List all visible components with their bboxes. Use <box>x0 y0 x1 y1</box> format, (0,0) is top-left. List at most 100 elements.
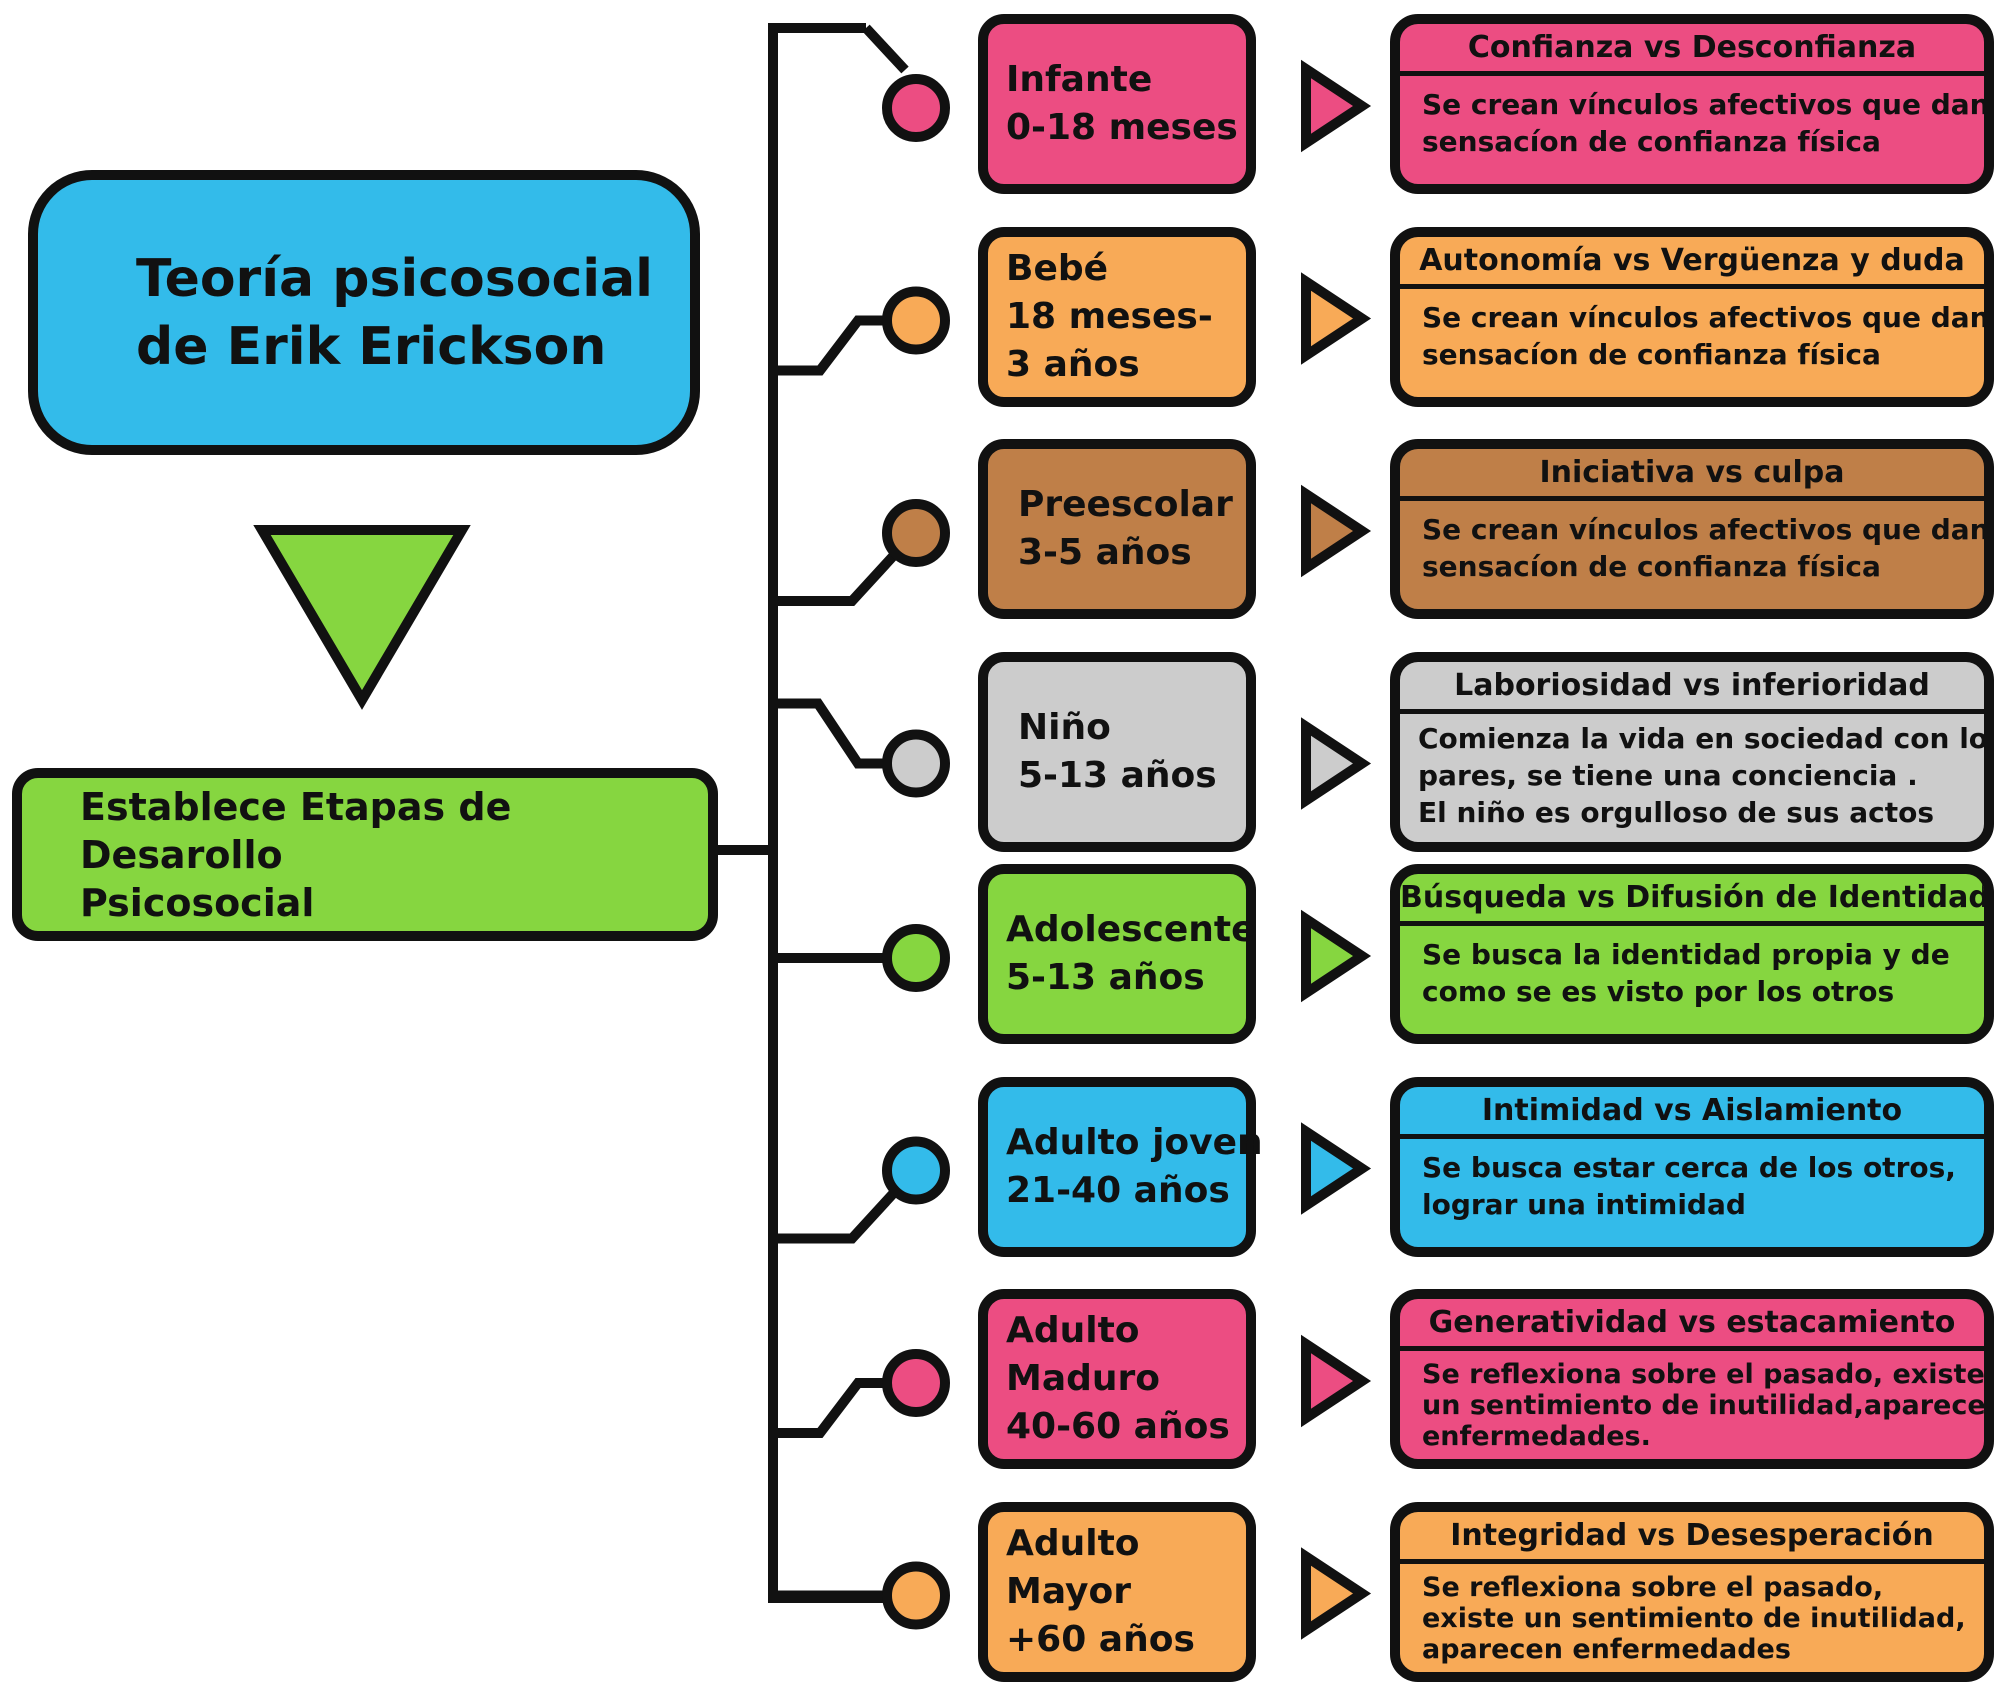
stage-box: Adulto joven 21-40 años <box>978 1076 1263 1257</box>
crisis-description-line: existe un sentimiento de inutilidad, <box>1422 1602 1966 1634</box>
stage-label-line: Infante <box>1006 59 1153 100</box>
pointer-triangle <box>1301 1547 1372 1640</box>
stage-label-line: +60 años <box>1006 1618 1195 1660</box>
stage-label-line: Maduro <box>1006 1358 1161 1399</box>
stage-node-dot <box>882 286 950 355</box>
stage-node-dot <box>882 729 950 798</box>
crisis-description-line: Se busca la identidad propia y de <box>1422 938 1950 971</box>
crisis-description-line: El niño es orgulloso de sus actos <box>1418 795 1935 829</box>
stage-label-line: 5-13 años <box>1018 754 1217 796</box>
branch-connector <box>773 698 887 769</box>
stage-node-dot <box>882 1349 950 1417</box>
stage-label-line: 18 meses- <box>1006 295 1213 337</box>
branch-connector <box>862 24 909 74</box>
stage-box: Niño 5-13 años <box>978 651 1256 852</box>
pointer-triangle <box>1301 909 1372 1003</box>
stage-label-line: 5-13 años <box>1006 957 1205 998</box>
branch-connector <box>773 1187 900 1244</box>
crisis-description-line: como se es visto por los otros <box>1422 975 1895 1008</box>
pointer-triangle <box>1301 272 1372 365</box>
crisis-title: Iniciativa vs culpa <box>1400 449 1984 501</box>
stage-label-line: 21-40 años <box>1006 1169 1230 1211</box>
stages-summary-line-2: Psicosocial <box>80 880 315 925</box>
stage-label-line: 3-5 años <box>1018 532 1192 573</box>
crisis-description-line: Se crean vínculos afectivos que dan <box>1422 88 1990 121</box>
crisis-title: Intimidad vs Aislamiento <box>1400 1087 1984 1139</box>
stage-label-line: Preescolar <box>1018 484 1233 525</box>
stage-node-dot <box>882 499 950 567</box>
pointer-triangle <box>1301 484 1372 578</box>
branch-connector <box>773 1378 887 1438</box>
stage-label-line: Adolescente <box>1006 909 1256 950</box>
title-line-2: de Erik Erickson <box>136 316 607 377</box>
pointer-triangle <box>1301 1334 1372 1428</box>
crisis-title: Integridad vs Desesperación <box>1400 1512 1984 1564</box>
branch-connector <box>773 315 887 376</box>
stage-label-line: Adulto <box>1006 1310 1140 1351</box>
stage-node-dot <box>882 1136 950 1205</box>
crisis-description-line: aparecen enfermedades <box>1422 1633 1791 1665</box>
crisis-description-line: pares, se tiene una conciencia . <box>1418 758 1918 792</box>
crisis-description-line: Comienza la vida en sociedad con los <box>1418 721 1994 755</box>
stage-label-line: Bebé <box>1006 247 1109 289</box>
stage-label-line: 3 años <box>1006 343 1140 385</box>
crisis-description-line: Se crean vínculos afectivos que dan <box>1422 513 1990 546</box>
crisis-description-line: Se crean vínculos afectivos que dan <box>1422 300 1990 334</box>
stage-label-line: Mayor <box>1006 1570 1131 1612</box>
stage-node-dot <box>882 924 950 992</box>
spine-line <box>768 23 885 1603</box>
stages-summary-box: Establece Etapas de Desarollo Psicosocia… <box>12 768 718 941</box>
branch-connector <box>773 549 900 606</box>
crisis-title: Autonomía vs Vergüenza y duda <box>1400 237 1984 289</box>
pointer-triangle <box>1301 717 1372 810</box>
crisis-title: Confianza vs Desconfianza <box>1400 24 1984 76</box>
stage-box: Bebé 18 meses- 3 años <box>978 226 1256 407</box>
crisis-description-line: Se busca estar cerca de los otros, <box>1422 1150 1956 1184</box>
stage-box: Adolescente 5-13 años <box>978 864 1256 1044</box>
crisis-description-line: sensacíon de confianza física <box>1422 337 1881 371</box>
crisis-description: Se busca estar cerca de los otros,lograr… <box>1400 1139 1984 1223</box>
crisis-description-line: Se reflexiona sobre el pasado, <box>1422 1571 1884 1603</box>
down-arrow <box>253 525 471 710</box>
title-line-1: Teoría psicosocial <box>136 248 654 309</box>
title-box: Teoría psicosocial de Erik Erickson <box>28 170 700 455</box>
crisis-description-line: un sentimiento de inutilidad,aparecen <box>1422 1390 1994 1421</box>
crisis-description-line: sensacíon de confianza física <box>1422 550 1881 583</box>
crisis-title: Búsqueda vs Difusión de Identidad <box>1400 874 1984 926</box>
stage-node-dot <box>882 1561 950 1630</box>
crisis-title: Generatividad vs estacamiento <box>1400 1299 1984 1351</box>
stage-node-dot <box>882 74 950 142</box>
crisis-description-line: lograr una intimidad <box>1422 1187 1746 1221</box>
crisis-description-line: Se reflexiona sobre el pasado, existe <box>1422 1359 1985 1390</box>
crisis-description: Se busca la identidad propia y de como se… <box>1400 926 1984 1010</box>
stage-box: Preescolar 3-5 años <box>978 439 1256 619</box>
crisis-description-line: enfermedades. <box>1422 1421 1651 1452</box>
stage-label-line: 0-18 meses <box>1006 107 1238 148</box>
stages-summary-line-1: Establece Etapas de Desarollo <box>80 784 512 877</box>
stage-box: Infante 0-18 meses <box>978 14 1256 194</box>
crisis-description: Se reflexiona sobre el pasado,existe un … <box>1400 1564 1984 1665</box>
pointer-triangle <box>1301 59 1372 153</box>
pointer-triangle <box>1301 1122 1372 1215</box>
stage-label-line: Adulto <box>1006 1522 1140 1564</box>
stage-label-line: Niño <box>1018 706 1111 748</box>
stage-label-line: Adulto joven <box>1006 1121 1263 1163</box>
crisis-title: Laboriosidad vs inferioridad <box>1400 662 1984 714</box>
stage-label-line: 40-60 años <box>1006 1406 1230 1447</box>
